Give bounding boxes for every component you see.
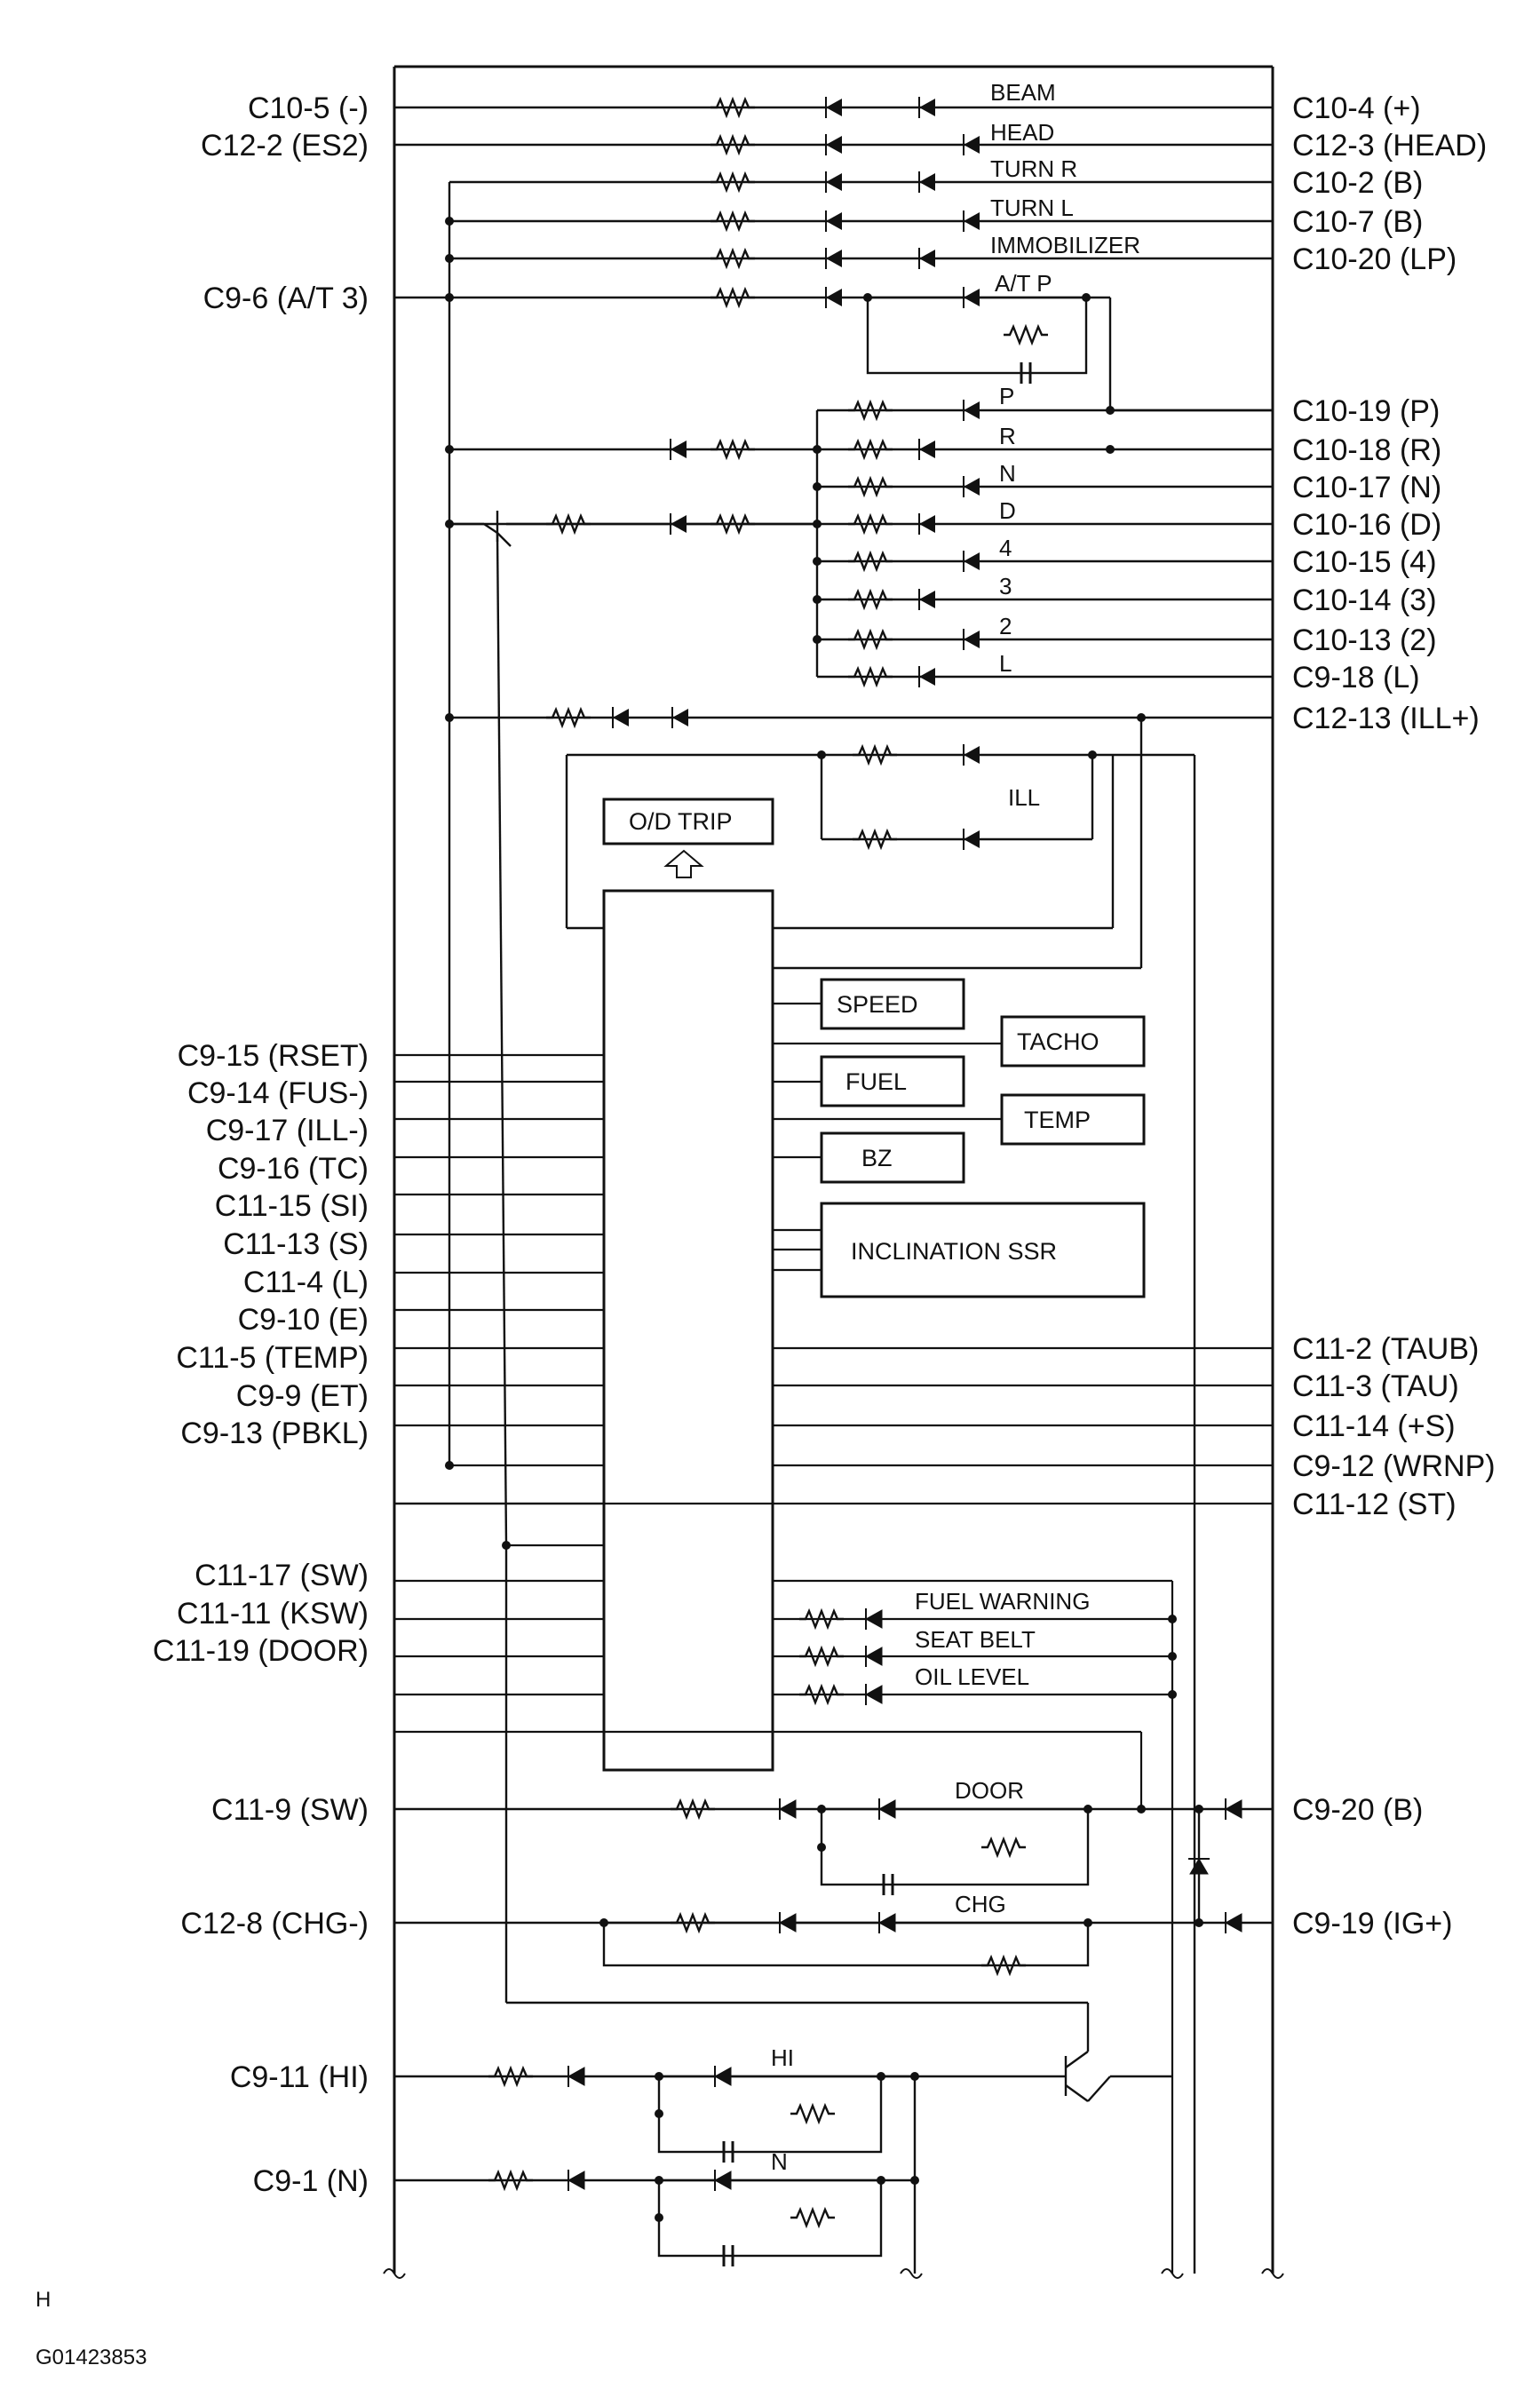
pin-c12-3: C12-3 (HEAD) [1292,129,1487,163]
pin-c9-1: C9-1 (N) [253,2164,369,2198]
label-fuel-warning: FUEL WARNING [915,1588,1090,1615]
label-beam: BEAM [990,79,1056,106]
pin-c10-7: C10-7 (B) [1292,205,1423,239]
label-seat-belt: SEAT BELT [915,1626,1036,1653]
pin-c11-11: C11-11 (KSW) [177,1597,369,1631]
top-diodes [612,97,980,850]
warning-lamps [798,1608,1177,1705]
label-chg: CHG [955,1891,1006,1917]
bottom-components [487,362,1242,2266]
label-p: P [999,383,1014,409]
label-4: 4 [999,535,1012,561]
meter-block-labels: O/D TRIP SPEED TACHO FUEL TEMP BZ INCLIN… [629,808,1099,1265]
pin-c9-6: C9-6 (A/T 3) [203,282,369,315]
pin-c9-16: C9-16 (TC) [218,1152,369,1186]
label-hi: HI [771,2044,794,2071]
pin-c12-13: C12-13 (ILL+) [1292,702,1480,735]
footer-code: G01423853 [36,2345,147,2369]
pin-c11-15: C11-15 (SI) [215,1189,369,1223]
footer-letter: H [36,2288,51,2312]
fuel-label: FUEL [845,1068,907,1095]
pin-c11-12: C11-12 (ST) [1292,1488,1457,1521]
pin-c10-4: C10-4 (+) [1292,91,1421,125]
pin-c10-19: C10-19 (P) [1292,394,1440,428]
pin-c9-17: C9-17 (ILL-) [206,1114,369,1147]
indicator-wiring [394,106,1273,2274]
pin-c10-15: C10-15 (4) [1292,545,1437,579]
pin-c11-17: C11-17 (SW) [194,1559,369,1592]
label-immobilizer: IMMOBILIZER [990,232,1140,258]
pin-c10-13: C10-13 (2) [1292,623,1437,657]
pin-c11-4: C11-4 (L) [243,1266,369,1299]
label-r: R [999,423,1016,449]
label-n: N [999,460,1016,487]
bottom-wiring [394,1545,1273,2274]
pin-c11-5: C11-5 (TEMP) [176,1341,369,1375]
pin-c10-14: C10-14 (3) [1292,583,1437,617]
pin-c9-15: C9-15 (RSET) [178,1039,369,1073]
bz-label: BZ [861,1145,893,1171]
label-ill: ILL [1008,784,1040,811]
pin-c10-5: C10-5 (-) [248,91,369,125]
top-resistors [544,98,1050,849]
pin-c11-3: C11-3 (TAU) [1292,1369,1459,1403]
pin-c10-20: C10-20 (LP) [1292,242,1457,276]
left-connector-labels: C10-5 (-) C12-2 (ES2) C9-6 (A/T 3) C9-15… [153,91,369,2198]
label-oil-level: OIL LEVEL [915,1663,1029,1690]
label-turn-l: TURN L [990,194,1074,221]
pin-c11-14: C11-14 (+S) [1292,1409,1456,1443]
label-head: HEAD [990,119,1054,146]
temp-label: TEMP [1024,1107,1091,1133]
od-trip-label: O/D TRIP [629,808,733,835]
label-l: L [999,650,1012,677]
label-3: 3 [999,573,1012,599]
pin-c9-10: C9-10 (E) [238,1303,369,1337]
footer: H G01423853 [36,2288,147,2369]
right-connector-labels: C10-4 (+) C12-3 (HEAD) C10-2 (B) C10-7 (… [1292,91,1496,1941]
meter-ic-block [602,798,1146,1772]
label-turn-r: TURN R [990,155,1077,182]
pin-c11-2: C11-2 (TAUB) [1292,1332,1479,1366]
pin-c9-20: C9-20 (B) [1292,1793,1423,1827]
pin-c10-2: C10-2 (B) [1292,166,1423,200]
pin-c9-13: C9-13 (PBKL) [180,1417,369,1450]
label-d: D [999,497,1016,524]
pin-c9-19: C9-19 (IG+) [1292,1907,1452,1941]
frame [383,65,1284,2279]
pin-c9-12: C9-12 (WRNP) [1292,1449,1496,1483]
pin-c11-9: C11-9 (SW) [211,1793,369,1827]
pin-c10-17: C10-17 (N) [1292,471,1441,504]
indicator-labels: BEAM HEAD TURN R TURN L IMMOBILIZER A/T … [771,79,1140,2175]
pin-c10-16: C10-16 (D) [1292,508,1441,542]
pin-c9-14: C9-14 (FUS-) [187,1076,369,1110]
inclination-label: INCLINATION SSR [851,1238,1057,1265]
tacho-label: TACHO [1017,1028,1099,1055]
speed-label: SPEED [837,991,918,1018]
label-n2: N [771,2148,788,2175]
label-door: DOOR [955,1777,1024,1804]
pin-c12-2: C12-2 (ES2) [201,129,369,163]
pin-c11-19: C11-19 (DOOR) [153,1634,369,1668]
pin-c9-11: C9-11 (HI) [230,2060,369,2094]
pin-c9-9: C9-9 (ET) [236,1379,369,1413]
pin-c10-18: C10-18 (R) [1292,433,1441,467]
label-2: 2 [999,613,1012,639]
pin-c12-8: C12-8 (CHG-) [180,1907,369,1941]
label-at-p: A/T P [995,270,1052,297]
meter-block-wiring [394,1002,1273,2274]
pin-c11-13: C11-13 (S) [223,1227,369,1261]
junction-dots [445,217,1146,1550]
pin-c9-18: C9-18 (L) [1292,661,1420,694]
